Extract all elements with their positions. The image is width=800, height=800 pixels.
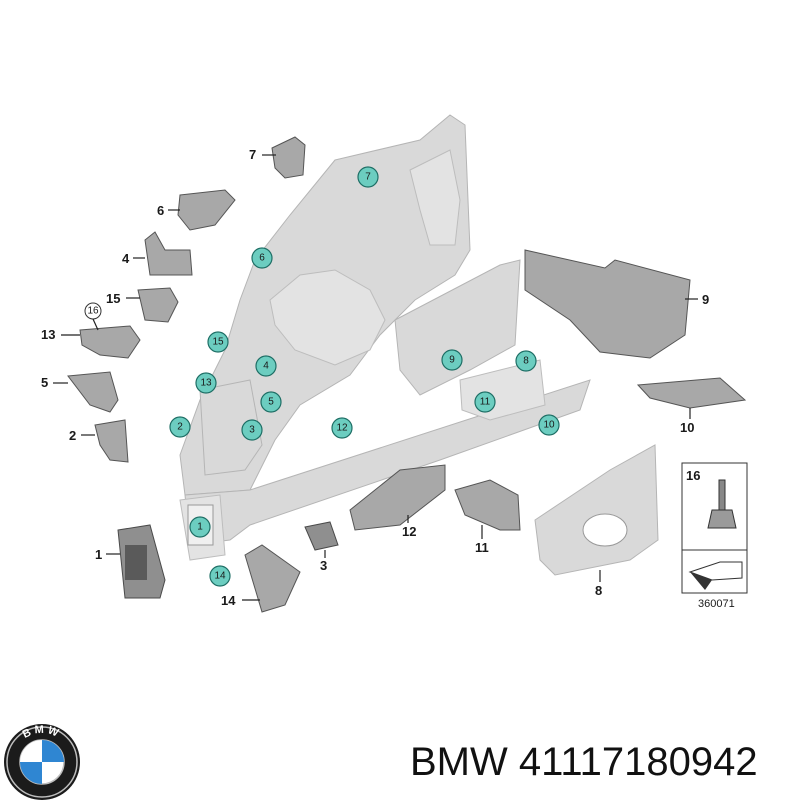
part-label: 7 (249, 147, 256, 162)
callout-label: 3 (249, 425, 255, 436)
callout-circle (195, 372, 217, 394)
callout-circle (331, 417, 353, 439)
callout-circle (357, 166, 379, 188)
inset-label: 16 (686, 468, 700, 483)
callout-circle (474, 391, 496, 413)
part-5-bracket (67, 371, 119, 413)
part-label: 9 (702, 292, 709, 307)
bmw-logo-icon: BMW (4, 724, 80, 800)
callout-circle (260, 391, 282, 413)
callout-label: 11 (480, 397, 491, 408)
inset-code: 360071 (698, 598, 735, 610)
part-label: 4 (122, 251, 130, 266)
part-label: 1 (95, 547, 102, 562)
callout-circle (538, 414, 560, 436)
logo-letters: BMW (21, 724, 60, 741)
callout-label: 14 (214, 571, 226, 582)
part-label: 15 (106, 291, 120, 306)
part-label: 8 (595, 583, 602, 598)
part-label: 13 (41, 327, 55, 342)
part-label: 14 (221, 593, 236, 608)
callout-circle (515, 350, 537, 372)
callout-label: 7 (365, 172, 371, 183)
part-3-bracket (304, 521, 339, 551)
part-label: 16 (87, 306, 99, 317)
part-2-bracket (94, 419, 129, 463)
part-4-bracket (144, 231, 193, 276)
callout-label: 2 (177, 422, 183, 433)
callout-label: 12 (336, 423, 348, 434)
part-9-panel (524, 249, 691, 359)
callout-label: 5 (268, 397, 274, 408)
part-label: 12 (402, 524, 416, 539)
part-label: 5 (41, 375, 48, 390)
part-7-bracket (271, 136, 306, 179)
part-label: 2 (69, 428, 76, 443)
part-label: 11 (475, 540, 489, 555)
callout-circle (441, 349, 463, 371)
callout-circle (207, 331, 229, 353)
brand-part-number: BMW 41117180942 (410, 740, 758, 784)
callout-circle (251, 247, 273, 269)
part-14-bracket (244, 544, 301, 613)
part-label: 6 (157, 203, 164, 218)
part-12-bracket (349, 464, 446, 531)
callout-label: 10 (543, 420, 555, 431)
callout-circle (189, 516, 211, 538)
callout-label: 1 (197, 522, 203, 533)
callouts: 7 6 15 4 13 5 2 3 1 14 12 9 8 1 (169, 166, 560, 587)
callout-circle (241, 419, 263, 441)
callout-label: 13 (200, 378, 212, 389)
part-label: 3 (320, 558, 327, 573)
part-15-bracket (137, 287, 179, 323)
part-8-panel (534, 444, 659, 576)
part-label: 10 (680, 420, 694, 435)
callout-circle (255, 355, 277, 377)
callout-label: 8 (523, 356, 529, 367)
part-1-crash-box (117, 524, 166, 599)
callout-circle (169, 416, 191, 438)
inset-box-16: 16 360071 (681, 462, 748, 610)
part-11-bracket (454, 479, 521, 531)
part-labels: 7 6 4 15 16 13 5 2 1 14 3 12 11 (41, 147, 709, 608)
callout-label: 6 (259, 253, 265, 264)
part-13-bracket (79, 325, 141, 359)
part-6-bracket (177, 189, 236, 231)
callout-label: 15 (212, 337, 224, 348)
svg-text:BMW: BMW (21, 724, 63, 741)
callout-label: 9 (449, 355, 455, 366)
callout-circle (209, 565, 231, 587)
part-10-rail (636, 377, 747, 409)
callout-label: 4 (263, 361, 269, 372)
